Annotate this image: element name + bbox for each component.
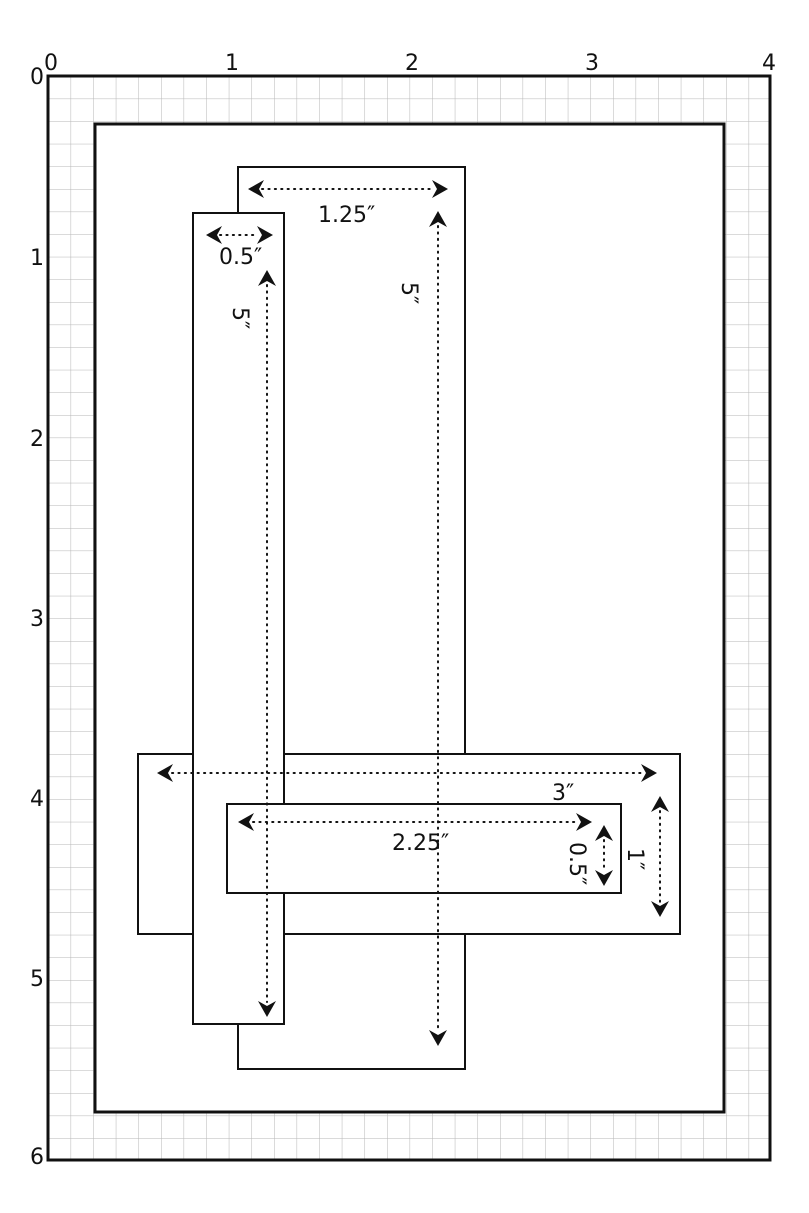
thin-strip [192, 212, 285, 1025]
y-tick-6: 6 [30, 1145, 44, 1170]
wide-strip-width-dimension: 3″ [157, 764, 657, 806]
short-strip [226, 803, 622, 894]
x-tick-2: 2 [405, 51, 419, 76]
x-tick-1: 1 [225, 51, 239, 76]
x-axis-ticks: 0 1 2 3 4 [44, 51, 776, 76]
tall-strip-width-label: 1.25″ [318, 203, 375, 228]
short-strip-height-label: 0.5″ [564, 842, 589, 885]
wide-strip-height-dimension: 1″ [622, 796, 669, 917]
tall-strip-height-dimension: 5″ [396, 211, 447, 1046]
thin-strip-width-dimension: 0.5″ [206, 226, 273, 270]
tall-strip-width-dimension: 1.25″ [248, 180, 448, 228]
short-strip-width-dimension: 2.25″ [238, 813, 592, 856]
y-axis-ticks: 0 1 2 3 4 5 6 [30, 65, 44, 1170]
y-tick-1: 1 [30, 246, 44, 271]
x-tick-4: 4 [762, 51, 776, 76]
tall-strip-height-label: 5″ [396, 282, 421, 304]
y-tick-0: 0 [30, 65, 44, 90]
short-strip-width-label: 2.25″ [392, 831, 449, 856]
y-tick-3: 3 [30, 607, 44, 632]
wide-strip-width-label: 3″ [552, 781, 574, 806]
wide-strip-height-label: 1″ [622, 848, 647, 870]
y-tick-5: 5 [30, 967, 44, 992]
thin-strip-height-label: 5″ [227, 307, 252, 329]
x-tick-3: 3 [585, 51, 599, 76]
x-tick-0: 0 [44, 51, 58, 76]
y-tick-4: 4 [30, 787, 44, 812]
short-strip-height-dimension: 0.5″ [564, 825, 613, 886]
thin-strip-height-dimension: 5″ [227, 270, 276, 1017]
thin-strip-width-label: 0.5″ [219, 245, 262, 270]
y-tick-2: 2 [30, 427, 44, 452]
